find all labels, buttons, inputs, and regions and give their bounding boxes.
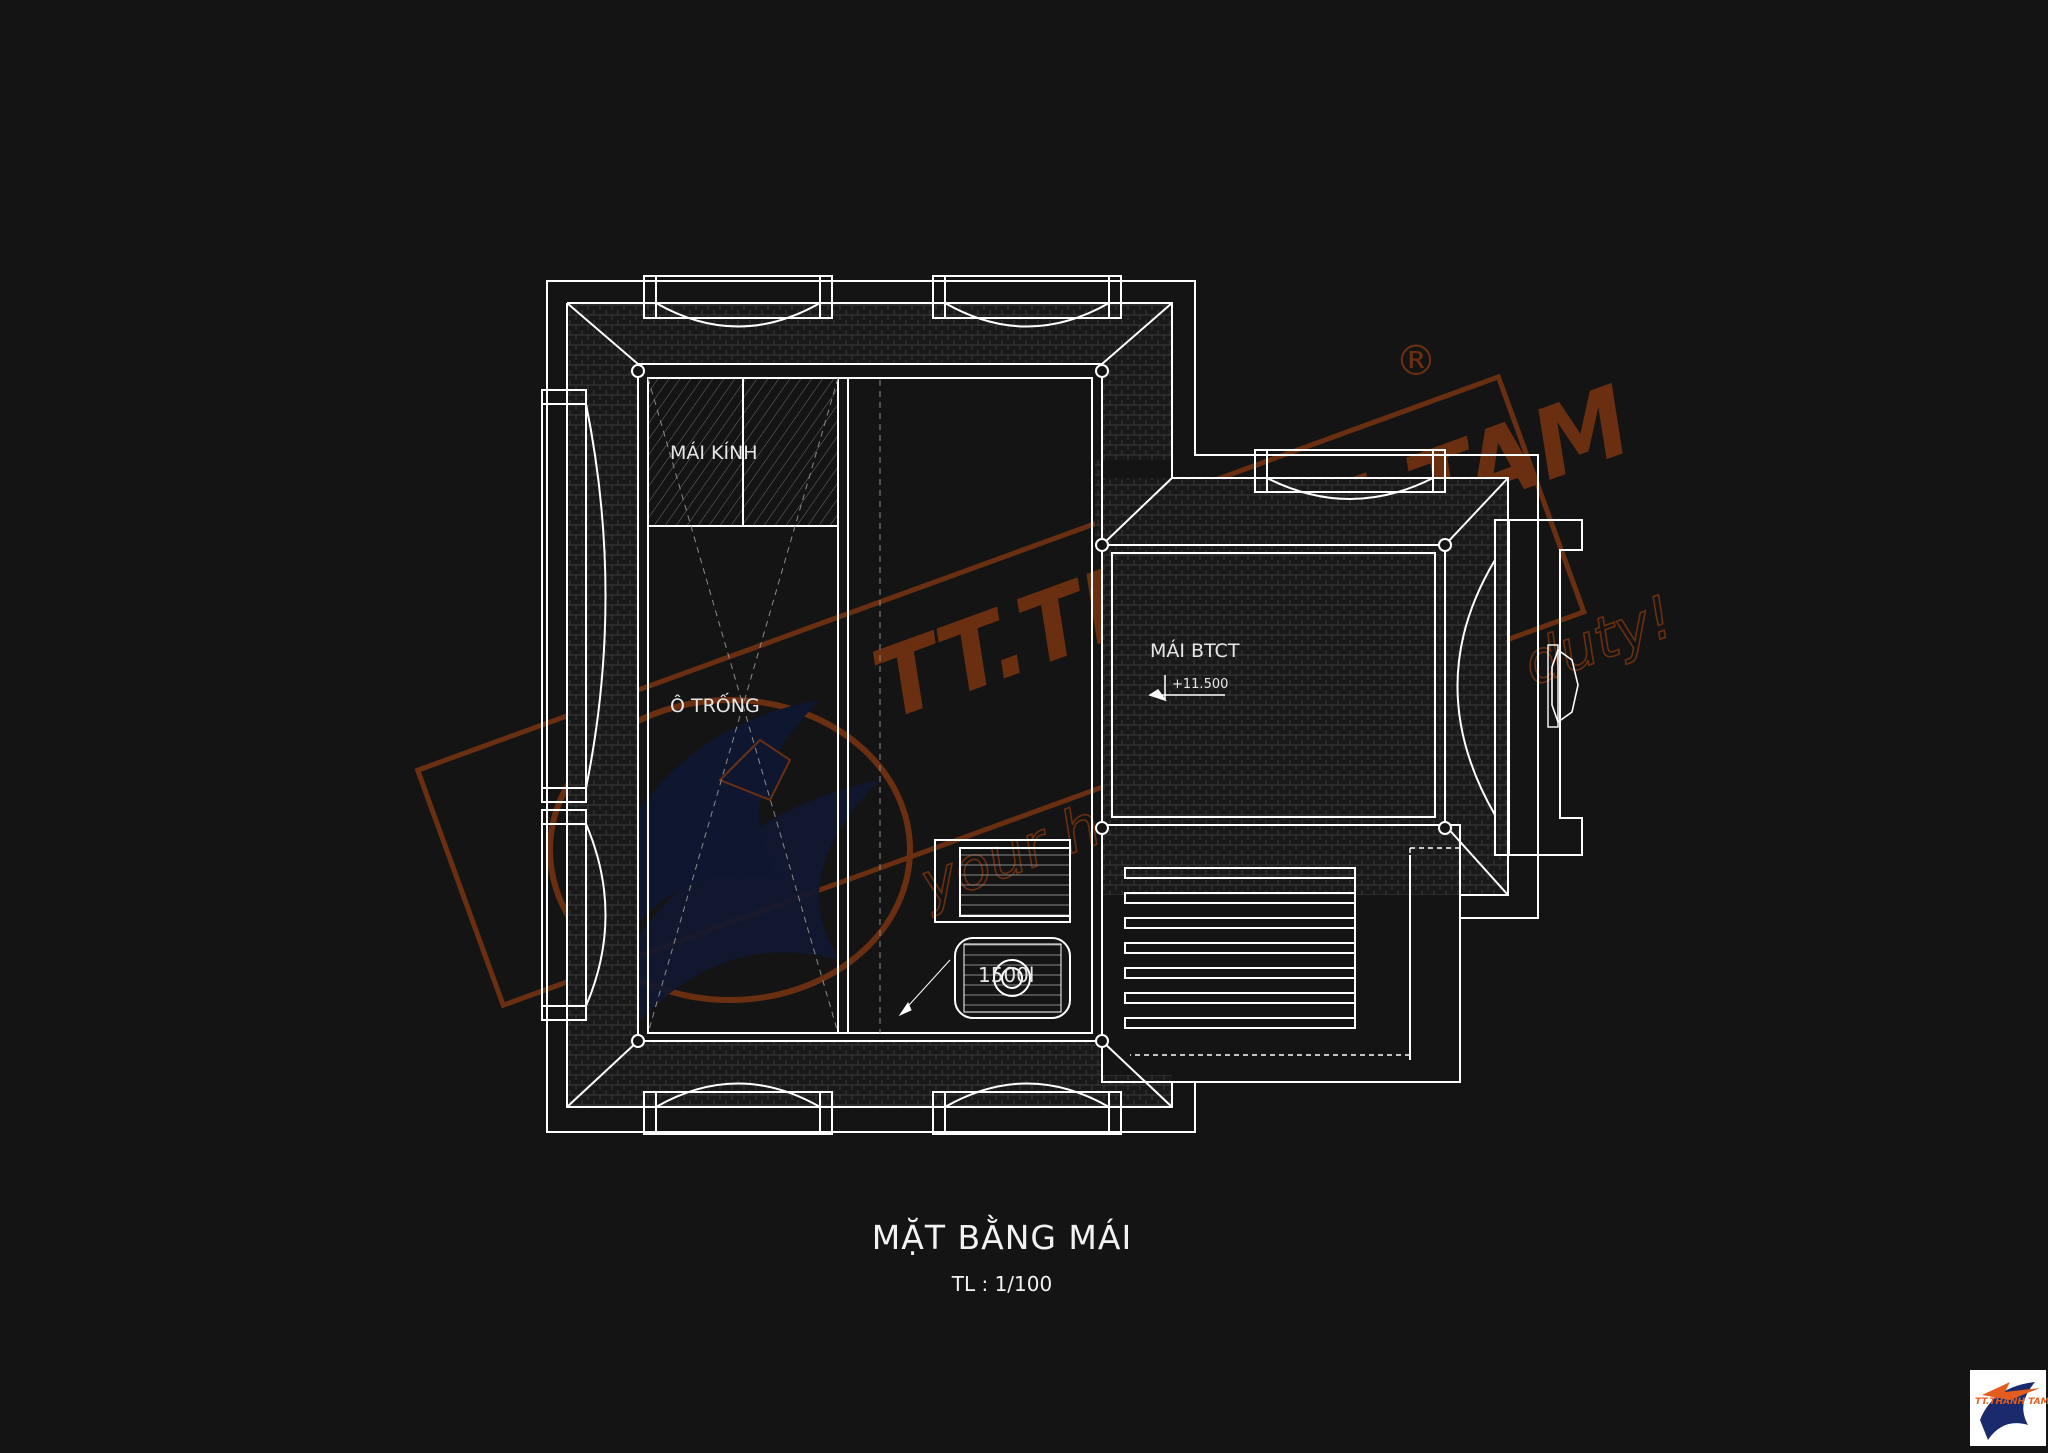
- top-gables: [643, 275, 1122, 328]
- label-tank-capacity: 1500l: [978, 963, 1035, 987]
- label-glass-roof: MÁI KÍNH: [670, 442, 758, 464]
- elevation-marker: [1148, 675, 1225, 702]
- column-markers: [631, 364, 1452, 1048]
- water-tank: [898, 937, 1071, 1019]
- roof-plan: [541, 275, 1583, 1135]
- left-gables: [541, 389, 607, 1021]
- roof-eave-tiles: [567, 303, 1508, 1107]
- roof-inner-eave-line: [567, 302, 1509, 896]
- bottom-gables: [643, 1082, 1122, 1135]
- watermark-frame: [414, 373, 1588, 1009]
- drawing-scale: TL : 1/100: [951, 1272, 1053, 1296]
- label-void: Ô TRỐNG: [670, 695, 760, 717]
- drawing-title: MẶT BẰNG MÁI: [871, 1218, 1133, 1257]
- stair-steps: [1124, 855, 1411, 1060]
- watermark-emblem: [547, 697, 913, 1020]
- corner-logo: TT.THANH TAM: [1970, 1370, 2048, 1446]
- void-diagonals: [647, 377, 881, 1034]
- terrace-block: [1101, 824, 1461, 1083]
- solar-water-heater: [934, 839, 1071, 923]
- right-gables: [1254, 449, 1583, 856]
- watermark-registered-mark: ®: [1395, 336, 1437, 385]
- label-elevation: +11.500: [1172, 677, 1229, 692]
- label-concrete-roof: MÁI BTCT: [1150, 640, 1240, 662]
- corner-logo-brand: TT.THANH TAM: [1975, 1397, 2048, 1407]
